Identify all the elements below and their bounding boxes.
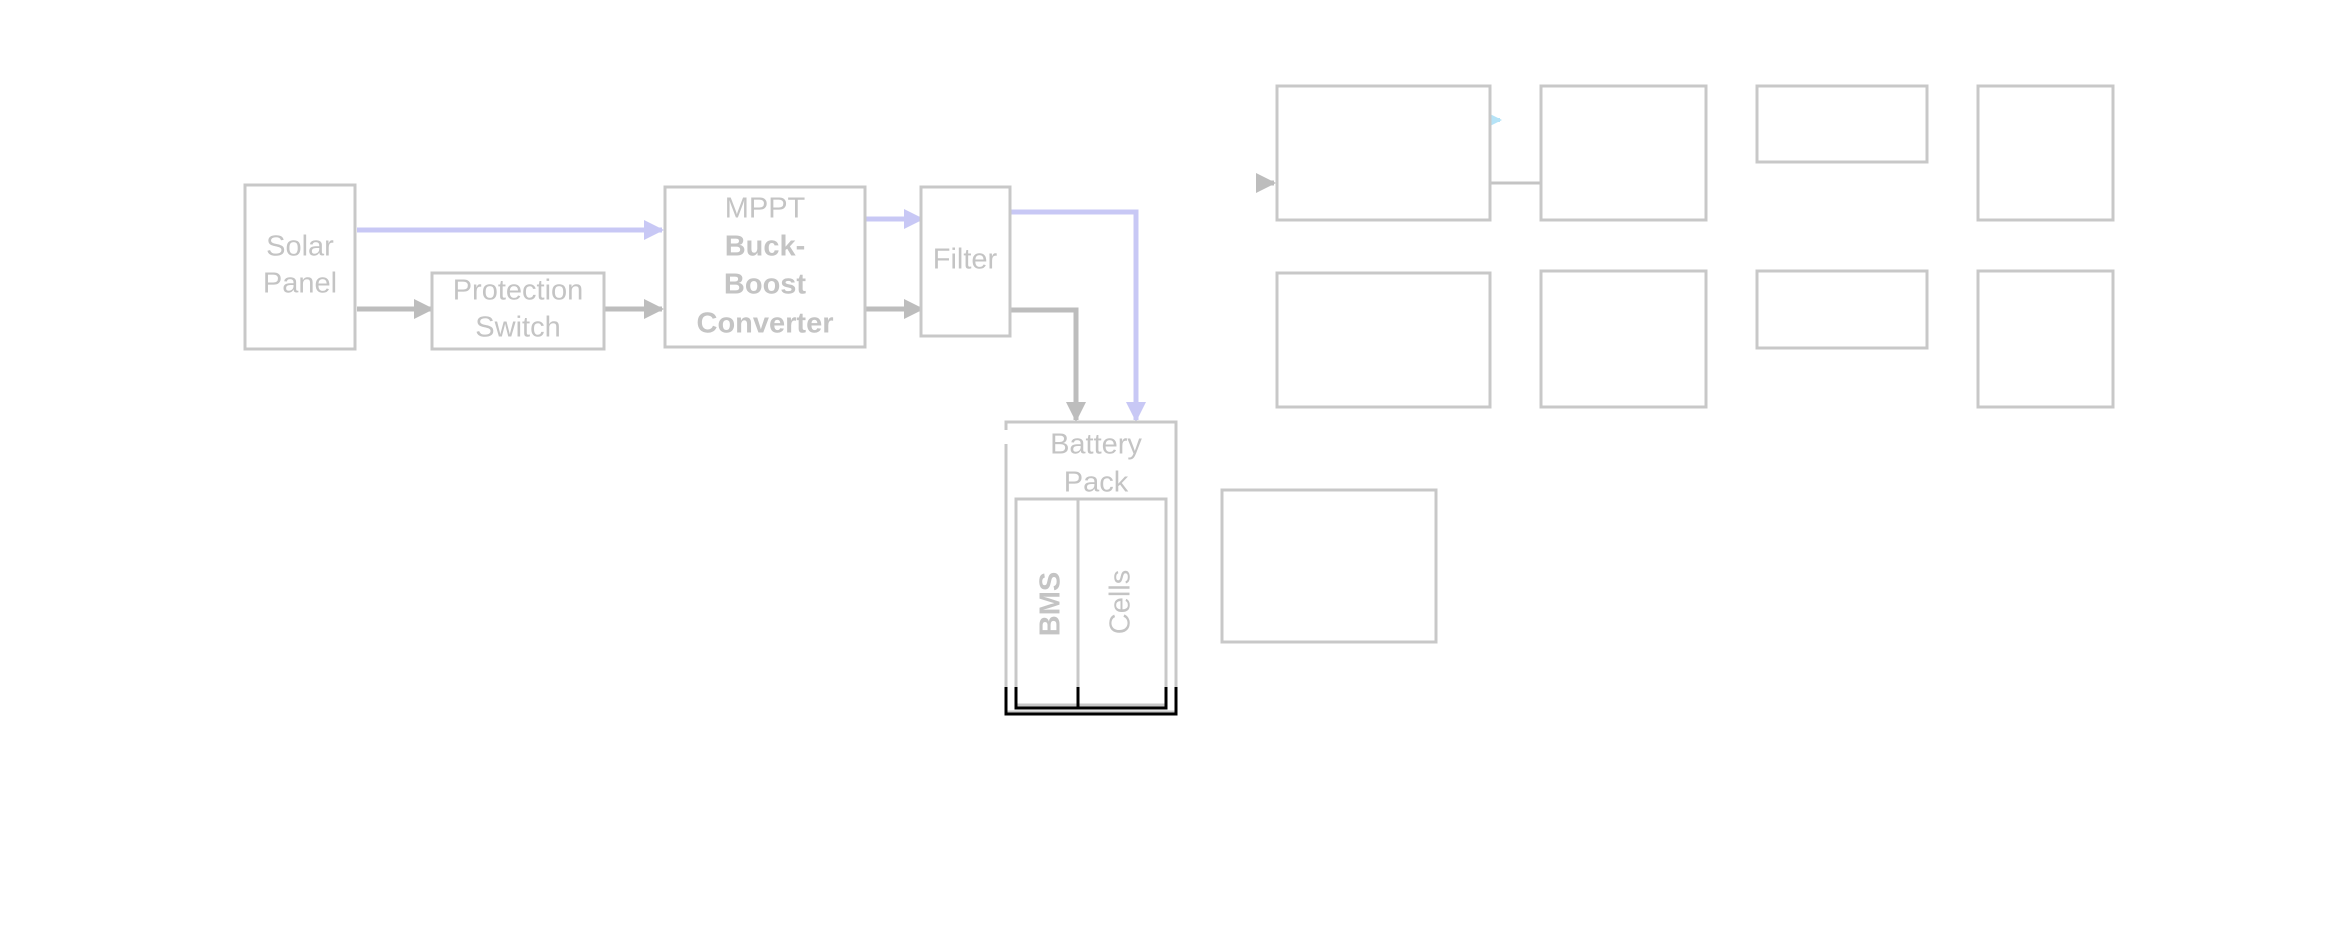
solar-filter-block <box>919 185 1012 338</box>
protection-switch-label-1: Protection <box>453 275 584 307</box>
usb-c-controller-block <box>1539 84 1708 222</box>
mppt-label-4: Converter <box>697 308 834 340</box>
battery-bus-inner <box>1014 687 1168 710</box>
mppt-label-1: MPPT <box>725 193 806 225</box>
usb-c-port-block <box>1976 84 2115 222</box>
battery-bus-outer <box>1004 687 1178 716</box>
solar-panel-label-2: Panel <box>263 268 337 300</box>
usb-c-protection-fets-block <box>1755 84 1929 164</box>
cells-label: Cells <box>1105 570 1137 634</box>
mppt-converter-block <box>663 185 867 349</box>
solar-filter-label: Filter <box>933 244 998 276</box>
bms-cells-block <box>1014 497 1168 707</box>
solar-panel-block <box>243 183 357 351</box>
intermediate-dcdc-block <box>1220 488 1438 644</box>
usb-a-controller-block <box>1539 269 1708 409</box>
usb-c-buck-converter-block <box>1275 84 1492 222</box>
solar-panel-label-1: Solar <box>266 231 334 263</box>
usb-a-port-block <box>1976 269 2115 409</box>
filter-to-battery-wire <box>1010 307 1086 422</box>
usb-a-protection-fets-block <box>1755 269 1929 350</box>
bms-label: BMS <box>1035 572 1067 636</box>
battery-pack: Battery Pack BMS Cells <box>1000 420 1178 716</box>
protection-switch-label-2: Switch <box>475 312 560 344</box>
protection-switch-block <box>430 271 606 351</box>
usb-c-chain <box>1256 84 2115 222</box>
filter-to-battery-wire-solar <box>1010 209 1146 422</box>
car-chain <box>1220 488 1438 644</box>
usb-a-buck-boost-block <box>1275 271 1492 409</box>
usb-a-chain <box>1275 269 2115 409</box>
mppt-label-2: Buck- <box>725 231 806 263</box>
mppt-label-3: Boost <box>724 269 807 301</box>
solar-chain: Solar Panel Protection Switch MPPT Buck-… <box>243 183 1146 422</box>
battery-pack-label-1: Battery <box>1050 429 1142 461</box>
battery-pack-label-2: Pack <box>1064 467 1129 499</box>
